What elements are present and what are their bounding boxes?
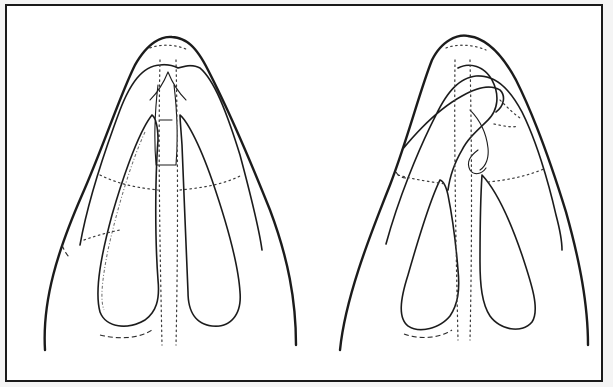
right-nostril-left — [401, 180, 458, 330]
right-inner-contour — [386, 76, 562, 250]
left-outer-contour — [45, 37, 296, 350]
right-nostril-right — [480, 175, 535, 329]
left-inner-contour — [80, 65, 262, 250]
right-nose-drawing — [340, 36, 588, 350]
left-nostril-right — [180, 115, 240, 326]
left-nose-drawing — [45, 37, 296, 350]
